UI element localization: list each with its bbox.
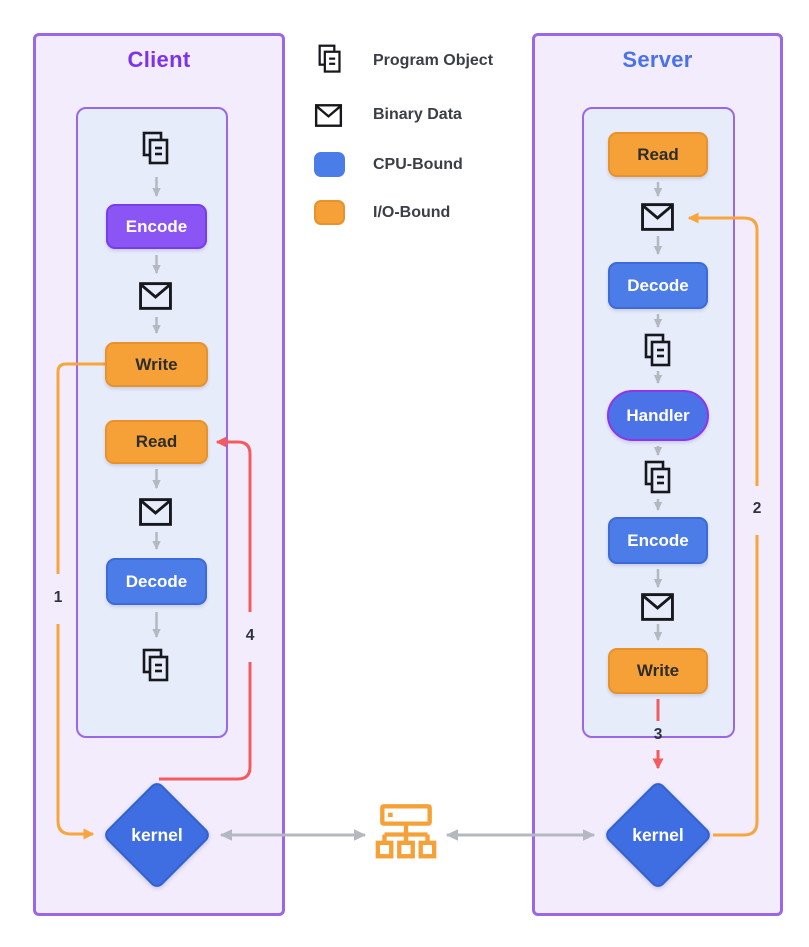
cpu-bound-swatch [314,152,345,177]
legend-binary-data: Binary Data [373,106,462,123]
client-kernel-label: kernel [131,824,183,845]
server-kernel-label: kernel [632,824,684,845]
server-read-node: Read [608,132,708,177]
client-write-label: Write [135,354,178,374]
server-decode-node: Decode [608,262,708,309]
server-write-label: Write [636,661,680,680]
client-encode-node: Encode [106,204,207,249]
server-title: Server [622,47,693,72]
client-read-node: Read [105,420,208,464]
sequence-label-3: 3 [653,726,663,743]
client-decode-node: Decode [106,558,207,605]
binary-data-icon [139,498,172,526]
server-handler-label: Handler [626,405,690,425]
binary-data-icon [313,104,344,127]
network-hub-icon [374,803,438,866]
server-encode-node: Encode [608,517,708,564]
client-encode-label: Encode [125,216,188,236]
server-write-node: Write [608,648,708,694]
binary-data-icon [139,282,172,310]
binary-data-icon [641,203,674,231]
sequence-label-1: 1 [53,589,63,606]
program-object-icon [141,648,171,684]
server-decode-label: Decode [627,275,689,295]
server-read-label: Read [637,144,679,164]
io-bound-swatch [314,200,345,225]
server-handler-node: Handler [607,390,709,441]
legend-io-bound: I/O-Bound [373,204,451,221]
legend-program-object: Program Object [373,52,494,69]
server-encode-label: Encode [627,530,689,550]
program-object-icon [643,460,673,496]
client-read-label: Read [135,432,178,451]
client-decode-label: Decode [125,571,188,591]
program-object-icon [141,131,171,167]
sequence-label-4: 4 [245,627,255,644]
program-object-icon [317,44,343,75]
program-object-icon [643,333,673,369]
sequence-label-2: 2 [752,500,762,517]
binary-data-icon [641,593,674,621]
client-title: Client [127,47,191,72]
client-write-node: Write [105,342,208,387]
legend-cpu-bound: CPU-Bound [373,156,463,173]
